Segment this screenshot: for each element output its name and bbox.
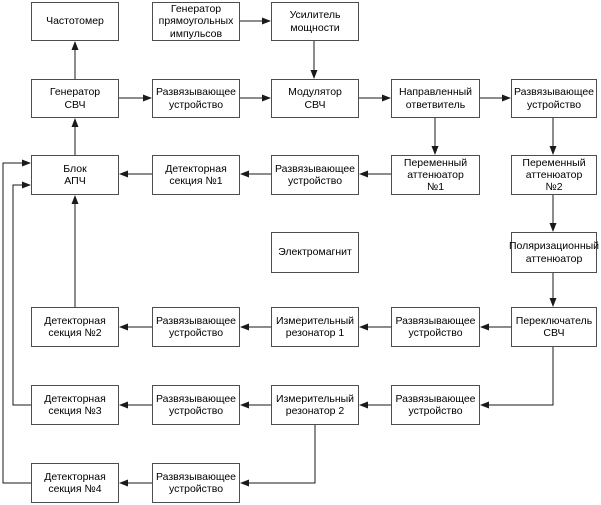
edge-detector-section-3-afc-unit xyxy=(12,181,31,406)
node-isolator-8: Развязывающее устройство xyxy=(152,463,240,503)
node-polarization-attenuator: Поляризационный аттенюатор xyxy=(509,232,599,273)
edge-microwave-switch-isolator-7 xyxy=(480,347,554,409)
node-isolator-7: Развязывающее устройство xyxy=(391,385,480,425)
node-frequency-meter: Частотомер xyxy=(31,2,119,41)
node-microwave-generator: Генератор СВЧ xyxy=(31,79,119,118)
node-power-amplifier: Усилитель мощности xyxy=(271,2,359,41)
edge-detector-section-4-afc-unit xyxy=(2,159,31,484)
node-directional-coupler: Направленный ответвитель xyxy=(391,79,480,118)
node-isolator-4: Развязывающее устройство xyxy=(152,307,240,347)
node-microwave-modulator: Модулятор СВЧ xyxy=(271,79,359,118)
node-variable-attenuator-1: Переменный аттенюатор №1 xyxy=(391,155,480,195)
node-measuring-resonator-1: Измерительный резонатор 1 xyxy=(271,307,359,347)
node-detector-section-3: Детекторная секция №3 xyxy=(31,385,119,425)
node-isolator-2: Развязывающее устройство xyxy=(511,79,597,118)
node-electromagnet: Электромагнит xyxy=(271,232,359,273)
node-isolator-5: Развязывающее устройство xyxy=(391,307,480,347)
node-detector-section-2: Детекторная секция №2 xyxy=(31,307,119,347)
node-measuring-resonator-2: Измерительный резонатор 2 xyxy=(271,385,359,425)
node-detector-section-4: Детекторная секция №4 xyxy=(31,463,119,503)
node-variable-attenuator-2: Переменный аттенюатор №2 xyxy=(511,155,597,195)
node-isolator-6: Развязывающее устройство xyxy=(152,385,240,425)
edge-measuring-resonator-2-isolator-8 xyxy=(240,425,316,487)
node-detector-section-1: Детекторная секция №1 xyxy=(152,155,240,195)
node-isolator-1: Развязывающее устройство xyxy=(152,79,240,118)
node-isolator-3: Развязывающее устройство xyxy=(271,155,359,195)
node-pulse-generator: Генератор прямоугольных импульсов xyxy=(152,2,240,41)
node-microwave-switch: Переключатель СВЧ xyxy=(511,307,597,347)
node-afc-unit: Блок АПЧ xyxy=(31,155,119,195)
